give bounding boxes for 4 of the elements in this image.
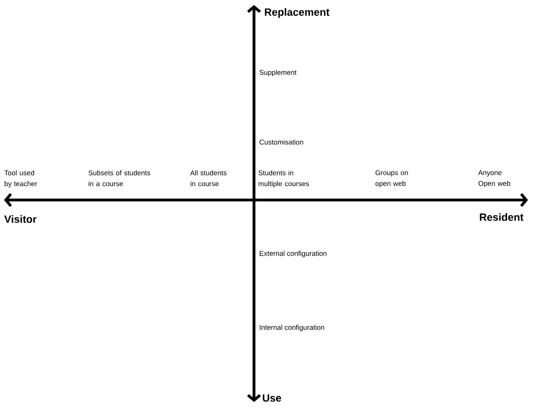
axis-label: Resident bbox=[480, 213, 524, 221]
axis-label: Visitor bbox=[4, 215, 37, 223]
axis-label: Replacement bbox=[264, 8, 330, 18]
axis-label: Use bbox=[262, 394, 282, 402]
